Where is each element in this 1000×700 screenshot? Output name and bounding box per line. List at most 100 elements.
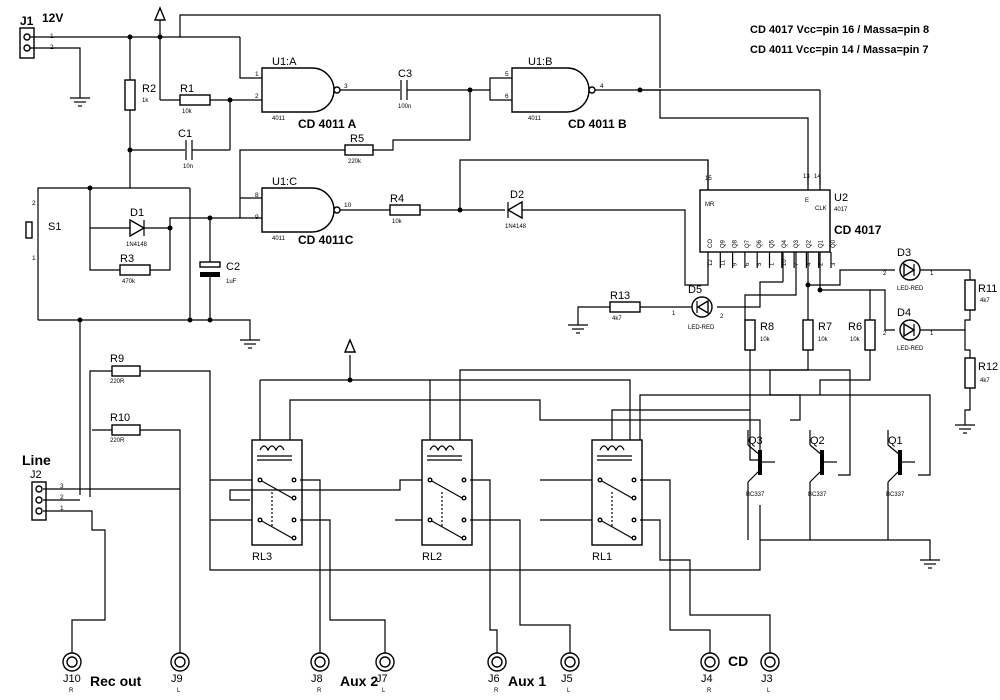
u2-pin-label: Q9	[720, 239, 726, 248]
resistor-r4: R4 10k	[389, 193, 421, 225]
r1-value: 10k	[182, 109, 193, 115]
transistor-value: BC337	[746, 492, 765, 498]
u2-pin-label: Q3	[794, 239, 800, 248]
u1c-pin8: 8	[255, 192, 259, 199]
u2-pin-label: Q2	[806, 239, 812, 248]
resistor-r3: R3 470k	[119, 253, 151, 285]
relay-rl1: RL1	[591, 439, 643, 563]
ground-icon	[240, 339, 260, 349]
vcc-arrow-icon	[153, 6, 167, 21]
led-d4: D4 LED-RED 2 1	[883, 307, 934, 352]
u2-pin-mr: MR	[705, 202, 715, 208]
r8-value: 10k	[760, 337, 771, 343]
jack-ref: J7	[376, 673, 388, 685]
led-d3: D3 LED-RED 2 1	[883, 247, 934, 292]
u2-pin14: 14	[814, 174, 821, 180]
connector-j1: J1 12V 1 2	[19, 11, 63, 59]
u2-pin-number: 9	[733, 262, 739, 266]
j2-pin3: 3	[60, 483, 64, 490]
u1b-ref: U1:B	[528, 56, 552, 68]
aux2-label: Aux 2	[340, 673, 378, 689]
u2-ref: U2	[834, 192, 848, 204]
c1-value: 10n	[183, 164, 193, 170]
u2-pin-number: 1	[770, 262, 776, 266]
jack-j5[interactable]: J5L	[560, 652, 580, 694]
u2-pin-number: 2	[819, 262, 825, 266]
r12-value: 4k7	[980, 378, 990, 384]
u1a-pin3: 3	[344, 83, 348, 90]
ground-icon	[955, 424, 975, 434]
jack-side: R	[707, 688, 712, 694]
relay-rl3: RL3	[251, 439, 303, 563]
s1-ref: S1	[48, 221, 61, 233]
jack-ref: J8	[311, 673, 323, 685]
transistor-value: BC337	[808, 492, 827, 498]
relay-label: RL2	[422, 551, 442, 563]
u2-pin-number: 11	[720, 259, 726, 266]
u1b-pin5: 5	[505, 71, 509, 78]
resistor-r13: R13 4k7	[609, 290, 641, 322]
transistor-ref: Q2	[810, 435, 825, 447]
connector-j2: Line J2 3 2 1	[22, 452, 64, 521]
r5-ref: R5	[350, 133, 364, 145]
r11-ref: R11	[978, 283, 997, 295]
u1a-name: CD 4011 A	[298, 117, 357, 131]
relay-label: RL1	[592, 551, 612, 563]
r9-value: 220R	[110, 379, 125, 385]
nand-gate-u1c: U1:C 8 9 10 4011 CD 4011C	[255, 176, 354, 247]
transistor-value: BC337	[886, 492, 905, 498]
jack-side: L	[177, 688, 181, 694]
jack-j4[interactable]: J4R	[700, 652, 720, 694]
d3-ref: D3	[897, 247, 911, 259]
d2-value: 1N4148	[505, 224, 527, 230]
jack-side: L	[567, 688, 571, 694]
aux1-label: Aux 1	[508, 673, 546, 689]
line-title: Line	[22, 452, 51, 468]
c3-ref: C3	[398, 68, 412, 80]
c1-ref: C1	[178, 128, 192, 140]
u2-pin-e: E	[805, 198, 809, 204]
d5-ref: D5	[688, 284, 702, 296]
s1-pin1: 1	[32, 255, 36, 262]
ground-icon	[70, 97, 90, 107]
resistor-r2: R2 1k	[124, 79, 156, 111]
ground-icon	[568, 324, 588, 334]
nand-gate-u1a: U1:A 1 2 3 4011 CD 4011 A	[255, 56, 357, 131]
jack-j7[interactable]: J7L	[375, 652, 395, 694]
cd-label: CD	[728, 653, 748, 669]
resistor-r11: R11 4k7	[964, 279, 997, 311]
transistor-ref: Q3	[748, 435, 763, 447]
r4-ref: R4	[390, 193, 404, 205]
jack-j9[interactable]: J9L	[170, 652, 190, 694]
jack-j6[interactable]: J6R	[487, 652, 507, 694]
u2-pin-label: Q6	[757, 239, 763, 248]
d4-anode: 2	[883, 331, 887, 337]
u2-pin-label: Q5	[770, 239, 776, 248]
capacitor-c2: C2 1uF	[199, 261, 240, 285]
capacitor-c3: C3 100n	[398, 68, 412, 110]
jack-j3[interactable]: J3L	[760, 652, 780, 694]
u2-pin-label: Q8	[733, 239, 739, 248]
r4-value: 10k	[392, 219, 403, 225]
u1b-pin6: 6	[505, 93, 509, 100]
r6-value: 10k	[850, 337, 861, 343]
j2-pin2: 2	[60, 494, 64, 501]
diode-d2: D2 1N4148	[505, 189, 527, 230]
jack-j8[interactable]: J8R	[310, 652, 330, 694]
u2-pin-clk: CLK	[815, 206, 827, 212]
jack-side: R	[317, 688, 322, 694]
r10-ref: R10	[110, 412, 130, 424]
c3-value: 100n	[398, 104, 411, 110]
switch-s1[interactable]: S1 2 1	[25, 200, 61, 262]
d5-anode: 2	[720, 314, 724, 320]
r2-ref: R2	[142, 83, 156, 95]
jack-ref: J6	[488, 673, 500, 685]
resistor-r5: R5 220k	[344, 133, 374, 165]
u2-pin-number: 10	[782, 259, 788, 266]
